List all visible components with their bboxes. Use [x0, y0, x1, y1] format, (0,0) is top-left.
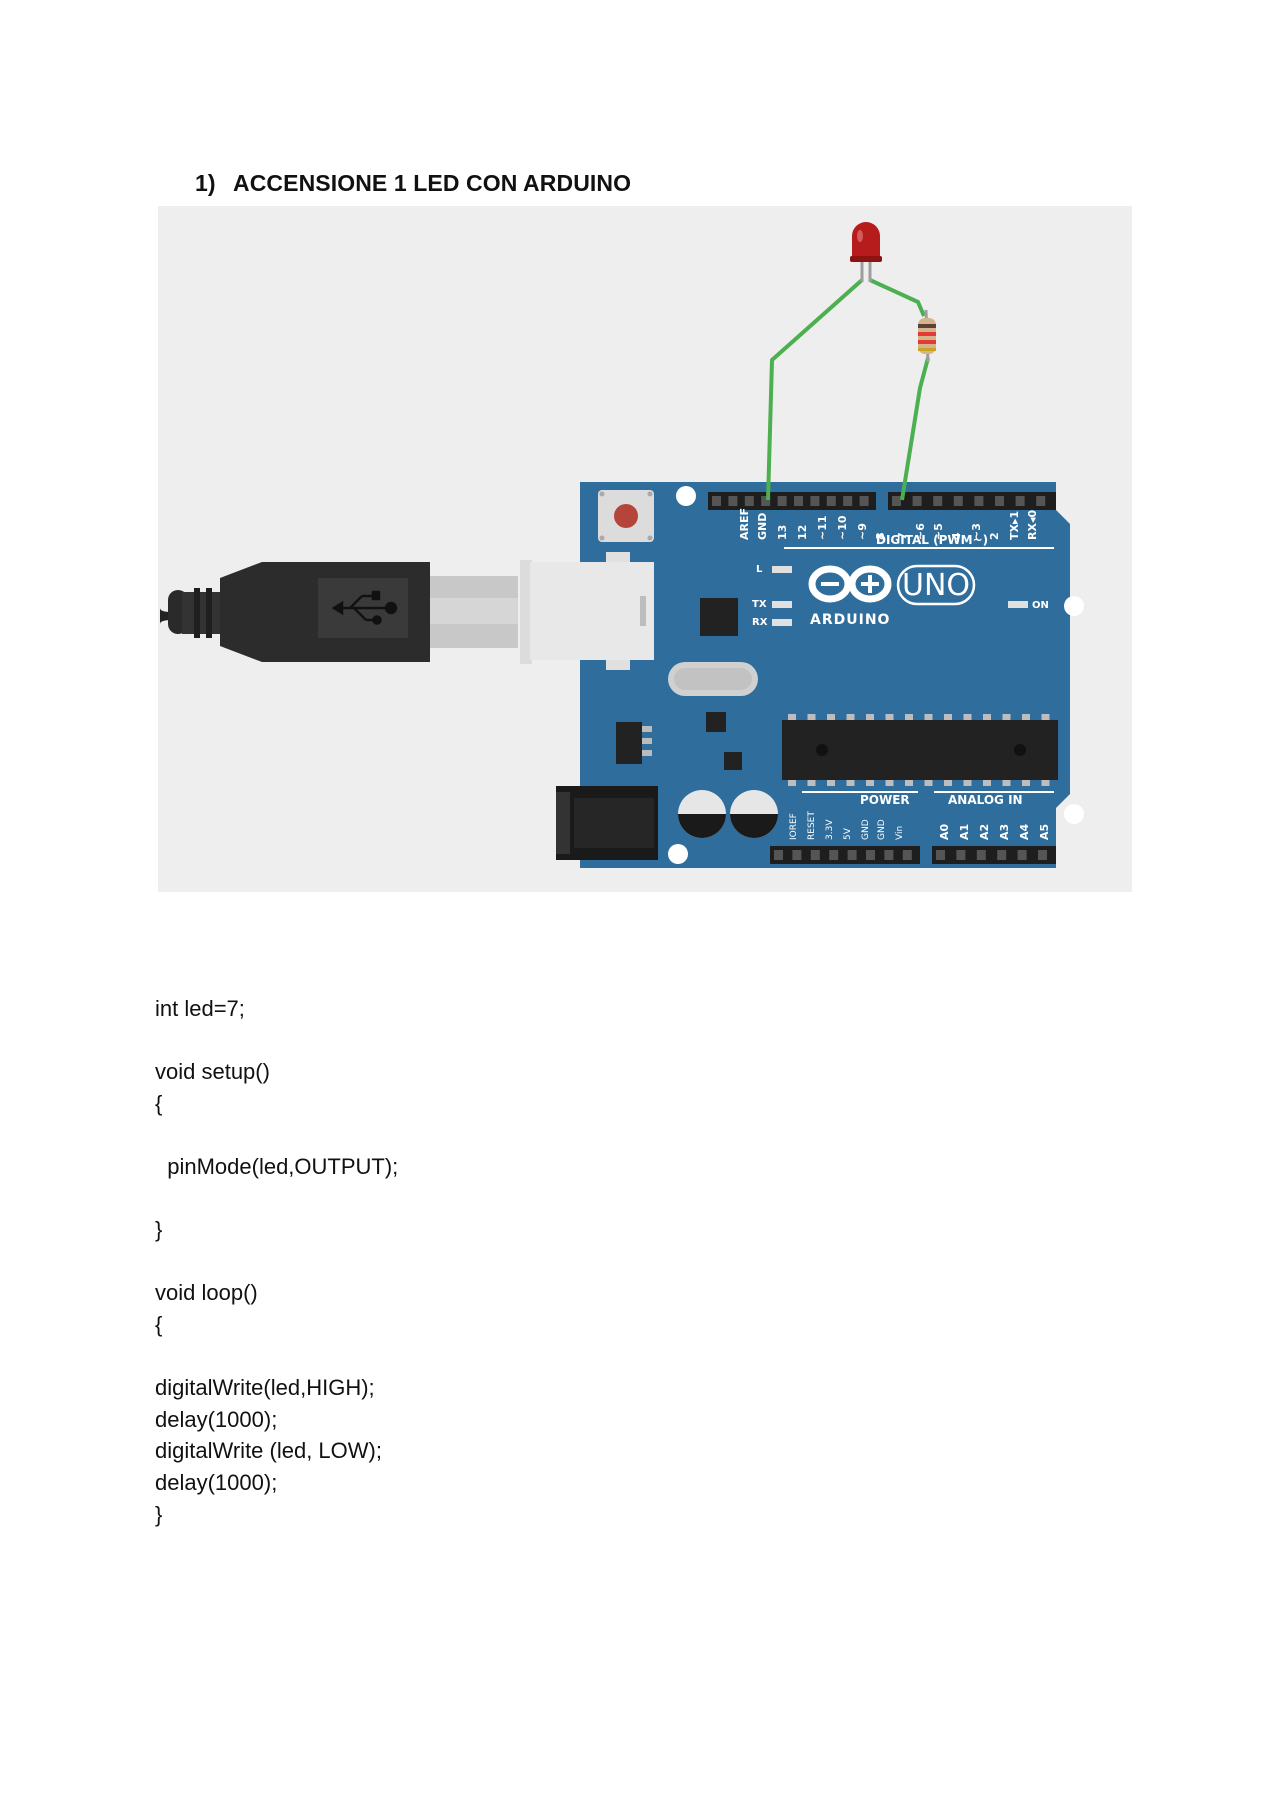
- digital-pin-label: 4: [950, 532, 963, 540]
- analog-pin-label: A4: [1018, 823, 1031, 840]
- mounting-hole: [676, 486, 696, 506]
- usb-cable: [160, 560, 532, 664]
- code-line: {: [155, 1090, 163, 1116]
- power-on-indicator: [1008, 601, 1028, 608]
- power-pin-label: Vin: [895, 826, 905, 840]
- microcontroller-chip: [782, 714, 1058, 786]
- digital-pin-label: AREF: [738, 508, 751, 540]
- label-l: L: [756, 564, 763, 575]
- digital-pin-label: ~6: [914, 523, 927, 540]
- led-l-indicator: [772, 566, 792, 573]
- code-line: digitalWrite(led,HIGH);: [155, 1375, 375, 1401]
- power-pin-label: 3.3V: [825, 819, 835, 840]
- power-label: POWER: [860, 793, 910, 807]
- digital-label: DIGITAL (PWM~): [876, 533, 988, 547]
- circuit-illustration: L TX RX ON UNO ARDUINO: [158, 206, 1132, 892]
- mounting-hole: [668, 844, 688, 864]
- digital-pin-label: ~10: [836, 515, 849, 540]
- heading-number: 1): [195, 170, 216, 196]
- power-pin-labels: IOREF RESET 3.3V 5V GND GND Vin: [789, 811, 905, 840]
- digital-pin-label: ~11: [816, 515, 829, 540]
- code-blank-line: [155, 1025, 398, 1057]
- digital-pin-label: 7: [896, 532, 909, 540]
- code-blank-line: [155, 1119, 398, 1151]
- code-line: }: [155, 1217, 163, 1243]
- wire-gnd: [766, 278, 864, 501]
- code-blank-line: [155, 1183, 398, 1215]
- label-tx: TX: [752, 599, 767, 610]
- code-line: void loop(): [155, 1280, 258, 1306]
- wire-led-resistor: [869, 278, 926, 317]
- analog-pin-label: A0: [938, 823, 951, 840]
- power-pin-label: RESET: [807, 811, 817, 840]
- power-pin-label: 5V: [843, 827, 853, 840]
- power-pin-label: GND: [861, 819, 871, 840]
- digital-pin-label: 8: [874, 532, 887, 540]
- arduino-board: L TX RX ON UNO ARDUINO: [530, 482, 1084, 868]
- code-line: digitalWrite (led, LOW);: [155, 1438, 382, 1464]
- digital-pin-label: 13: [776, 525, 789, 540]
- capacitor: [730, 790, 778, 838]
- digital-pin-label: ~9: [856, 523, 869, 540]
- usb-chip: [700, 598, 738, 636]
- digital-header: [708, 492, 1056, 510]
- label-rx: RX: [752, 617, 768, 628]
- code-listing: int led=7; void setup() { pinMode(led,OUTP…: [155, 993, 398, 1530]
- voltage-regulator: [616, 722, 642, 764]
- section-heading: 1) ACCENSIONE 1 LED CON ARDUINO: [195, 170, 631, 197]
- code-line: pinMode(led,OUTPUT);: [155, 1153, 399, 1179]
- usb-socket: [530, 562, 654, 660]
- code-line: {: [155, 1311, 163, 1337]
- mounting-hole: [1064, 596, 1084, 616]
- resistor: [918, 309, 936, 363]
- logo-label: ARDUINO: [810, 612, 890, 628]
- digital-pin-label: ~5: [932, 523, 945, 540]
- heading-text: ACCENSIONE 1 LED CON ARDUINO: [233, 170, 632, 196]
- code-line: delay(1000);: [155, 1406, 278, 1432]
- analog-pin-label: A5: [1038, 824, 1051, 840]
- code-line: int led=7;: [155, 996, 245, 1021]
- code-line: }: [155, 1501, 163, 1527]
- power-pin-label: GND: [877, 819, 887, 840]
- code-blank-line: [155, 1246, 398, 1278]
- digital-pin-label: GND: [756, 513, 769, 540]
- code-blank-line: [155, 1341, 398, 1373]
- digital-pin-label: RX◂0: [1026, 510, 1039, 540]
- power-pin-label: IOREF: [789, 813, 799, 840]
- circuit-figure: L TX RX ON UNO ARDUINO: [158, 206, 1132, 892]
- arduino-logo-icon: [808, 565, 892, 603]
- digital-pin-labels: AREF GND 13 12 ~11 ~10 ~9 8 7 ~6 ~5 4 ~3 2 TX▸1 RX◂0: [738, 508, 1039, 540]
- wires: [766, 278, 930, 501]
- red-led: [850, 222, 882, 282]
- analog-pin-label: A1: [958, 824, 971, 840]
- code-line: delay(1000);: [155, 1469, 278, 1495]
- label-on: ON: [1032, 600, 1049, 611]
- analog-pin-label: A3: [998, 824, 1011, 840]
- code-line: void setup(): [155, 1059, 270, 1085]
- mounting-hole: [1064, 804, 1084, 824]
- power-header: [770, 846, 1056, 864]
- digital-pin-label: 12: [796, 525, 809, 540]
- digital-pin-label: 2: [988, 532, 1001, 540]
- capacitor: [678, 790, 726, 838]
- analog-label: ANALOG IN: [948, 793, 1023, 807]
- wire-pin7: [900, 357, 930, 501]
- digital-pin-label: ~3: [970, 523, 983, 540]
- usb-icon: [331, 590, 398, 625]
- analog-pin-labels: A0 A1 A2 A3 A4 A5: [938, 823, 1051, 840]
- model-label: UNO: [902, 568, 970, 603]
- digital-pin-label: TX▸1: [1008, 511, 1021, 540]
- analog-pin-label: A2: [978, 824, 991, 840]
